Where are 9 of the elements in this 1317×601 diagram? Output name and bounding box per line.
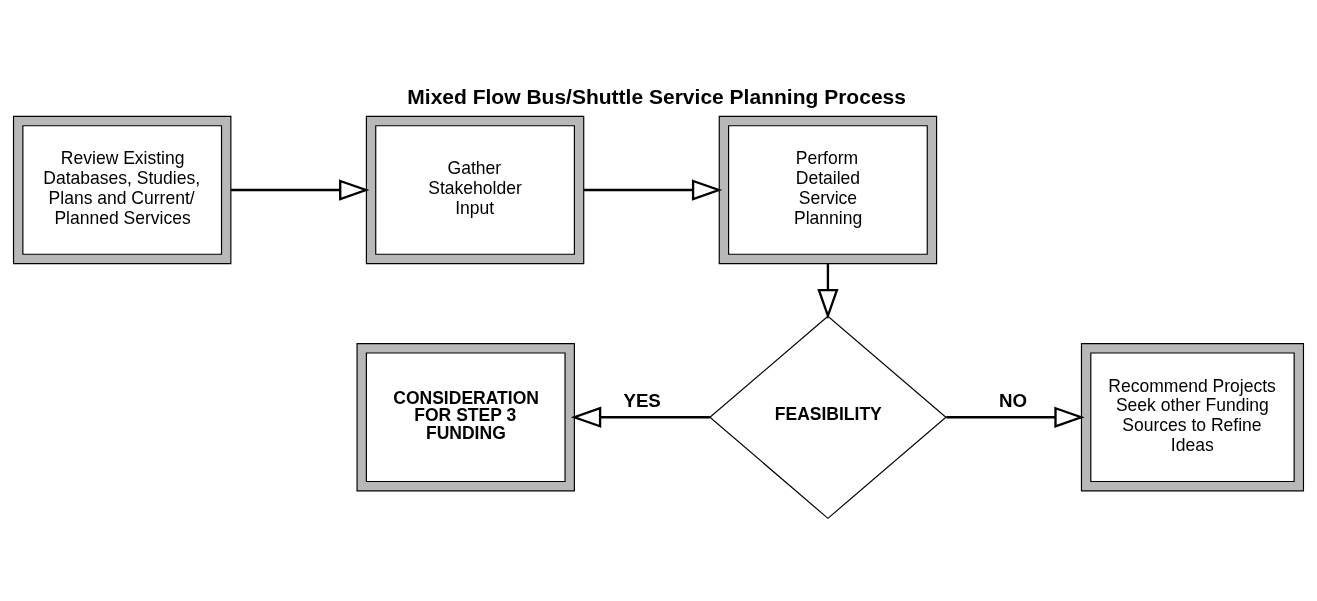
arrow [946,406,1085,428]
arrow [570,406,710,428]
arrow [231,178,370,201]
arrow [583,178,723,201]
node-diamond: FEASIBILITY [709,314,947,519]
edge-label: YES [623,389,661,411]
edge-label: NO [999,389,1028,411]
diagram-title: Mixed Flow Bus/Shuttle Service Planning Process [407,84,906,108]
arrow [817,263,839,319]
